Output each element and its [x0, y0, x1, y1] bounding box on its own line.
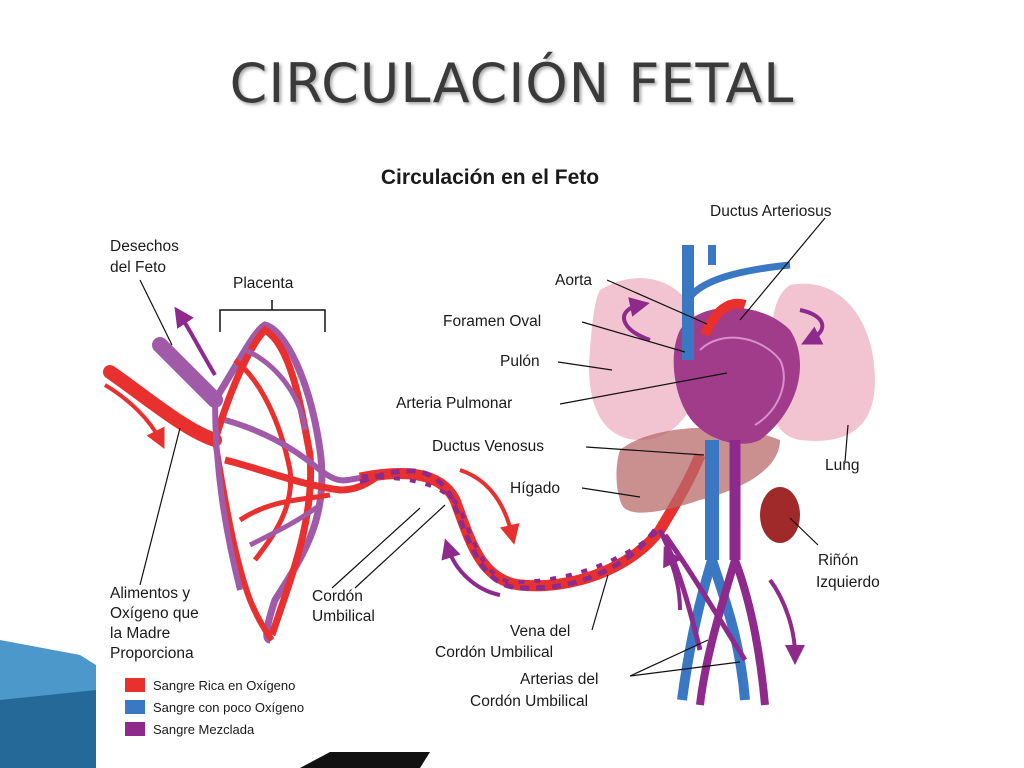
- legend-swatch-poco: [125, 700, 145, 714]
- label-rinon-1: Riñón: [818, 552, 859, 569]
- legend: Sangre Rica en Oxígeno Sangre con poco O…: [125, 678, 304, 737]
- label-vena-1: Vena del: [510, 623, 570, 640]
- label-cordon-2: Umbilical: [312, 608, 375, 625]
- legend-label-poco: Sangre con poco Oxígeno: [153, 700, 304, 715]
- label-arterias-2: Cordón Umbilical: [470, 693, 588, 710]
- label-foramen-oval: Foramen Oval: [443, 313, 541, 330]
- legend-label-mezclada: Sangre Mezclada: [153, 722, 255, 737]
- circulation-diagram: Circulación en el Feto: [103, 166, 880, 737]
- label-desechos-1: Desechos: [110, 238, 179, 255]
- figure-title: Circulación en el Feto: [381, 166, 599, 189]
- legend-label-rica: Sangre Rica en Oxígeno: [153, 678, 295, 693]
- label-arterias-1: Arterias del: [520, 671, 598, 688]
- flow-arrows: [103, 297, 825, 665]
- heart: [673, 298, 800, 444]
- slide-title: CIRCULACIÓN FETAL: [229, 52, 795, 115]
- legend-swatch-mezclada: [125, 722, 145, 736]
- label-rinon-2: Izquierdo: [816, 574, 880, 591]
- label-cordon-1: Cordón: [312, 588, 363, 605]
- leader-lines: [139, 217, 849, 677]
- legend-swatch-rica: [125, 678, 145, 692]
- label-alimentos-3: la Madre: [110, 625, 170, 642]
- label-placenta: Placenta: [233, 275, 294, 292]
- umbilical-cord: [358, 452, 706, 592]
- label-lung: Lung: [825, 457, 859, 474]
- label-alimentos-2: Oxígeno que: [110, 605, 199, 622]
- lungs: [589, 278, 875, 441]
- fetal-circulation-figure: Circulación en el Feto: [96, 150, 928, 750]
- label-higado: Hígado: [510, 480, 560, 497]
- purple-arteries: [657, 440, 769, 706]
- label-pulon: Pulón: [500, 353, 540, 370]
- label-alimentos-1: Alimentos y: [110, 585, 190, 602]
- left-kidney: [760, 487, 800, 543]
- label-aorta: Aorta: [555, 272, 592, 289]
- label-arteria-pulmonar: Arteria Pulmonar: [396, 395, 512, 412]
- labels: Desechos del Feto Placenta Alimentos y O…: [110, 203, 880, 710]
- label-ductus-venosus: Ductus Venosus: [432, 438, 544, 455]
- placenta-vessels: [103, 321, 378, 644]
- label-desechos-2: del Feto: [110, 259, 166, 276]
- placenta-bracket: [219, 300, 326, 332]
- label-alimentos-4: Proporciona: [110, 645, 194, 662]
- label-ductus-arteriosus: Ductus Arteriosus: [710, 203, 832, 220]
- blue-veins: [677, 245, 791, 701]
- label-vena-2: Cordón Umbilical: [435, 644, 553, 661]
